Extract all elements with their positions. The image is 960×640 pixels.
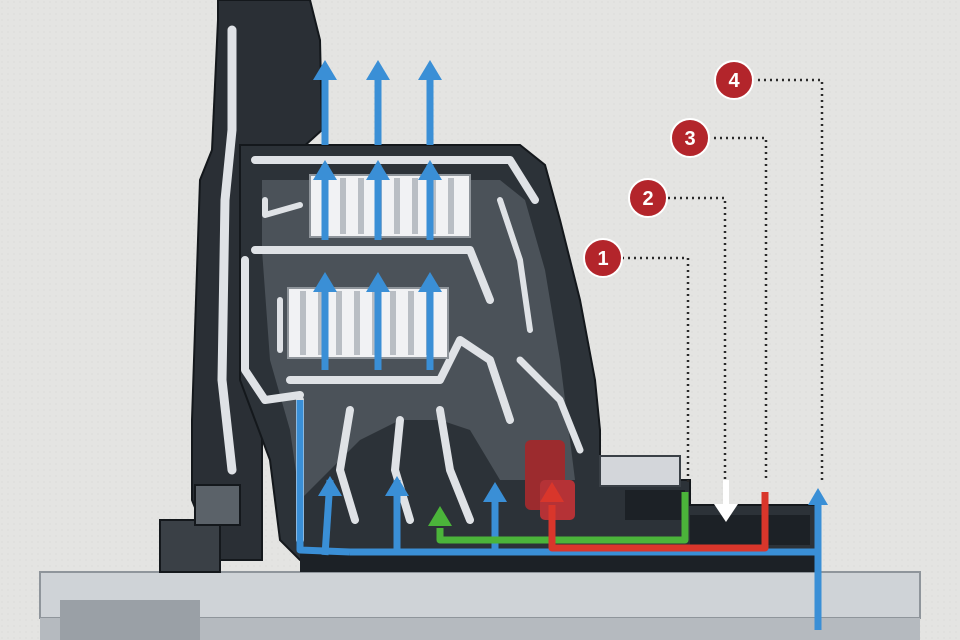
arrow-up-icon: [418, 160, 442, 180]
green-flow: [428, 492, 689, 544]
arrow-up-icon: [385, 476, 409, 496]
arrow-up-icon: [483, 482, 507, 502]
callout-number: 1: [597, 248, 608, 270]
callout-1: 1: [583, 238, 623, 278]
callout-2: 2: [628, 178, 668, 218]
white-flow: [714, 480, 738, 522]
arrow-up-icon: [808, 488, 828, 505]
callout-number: 2: [642, 188, 653, 210]
callout-3: 3: [670, 118, 710, 158]
blue-flow-arrowheads: [313, 60, 828, 505]
arrow-up-icon: [366, 60, 390, 80]
callout-leader-lines: [622, 78, 824, 482]
numbered-circle-icon: [670, 118, 710, 158]
arrow-up-icon: [366, 160, 390, 180]
lower-clutch-pack: [287, 287, 449, 359]
callout-number: 4: [728, 70, 740, 92]
numbered-circle-icon: [714, 60, 754, 100]
callout-4: 4: [714, 60, 754, 100]
arrow-up-icon: [428, 506, 452, 526]
arrow-up-icon: [313, 272, 337, 292]
callout-number: 3: [684, 128, 695, 150]
arrow-up-icon: [318, 476, 342, 496]
arrow-up-icon: [418, 272, 442, 292]
callout-markers: 1 2 3 4: [583, 60, 754, 278]
red-flow: [540, 482, 769, 552]
arrow-up-icon: [366, 272, 390, 292]
clutch-housing: [39, 0, 921, 640]
numbered-circle-icon: [628, 178, 668, 218]
upper-clutch-pack: [309, 174, 471, 238]
arrow-down-icon: [714, 504, 738, 522]
arrow-up-icon: [313, 60, 337, 80]
arrow-up-icon: [418, 60, 442, 80]
arrow-up-icon: [540, 482, 564, 502]
arrow-up-icon: [313, 160, 337, 180]
numbered-circle-icon: [583, 238, 623, 278]
